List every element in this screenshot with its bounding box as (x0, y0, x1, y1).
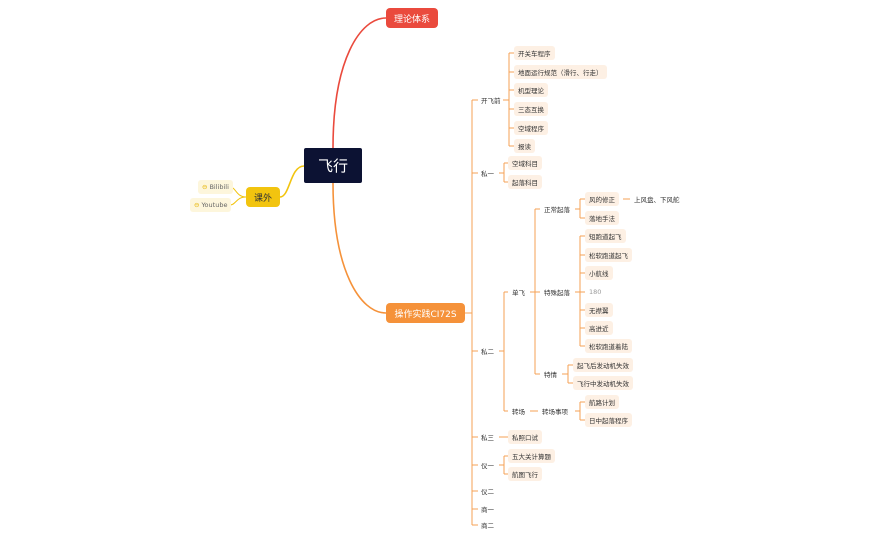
theory-branch[interactable]: 理论体系 (386, 8, 438, 28)
item-yi1[interactable]: 五大关计算题 (508, 449, 555, 463)
node-yi1[interactable]: 仪一 (481, 462, 494, 470)
node-si3[interactable]: 私三 (481, 434, 494, 442)
node-special-landing[interactable]: 特殊起落 (544, 289, 570, 297)
item-special-landing[interactable]: 松软跑道着陆 (585, 339, 632, 353)
item-before-flight[interactable]: 空域程序 (514, 121, 548, 135)
node-shang2[interactable]: 商二 (481, 522, 494, 530)
item-before-flight[interactable]: 开关车程序 (514, 46, 555, 60)
node-before-flight[interactable]: 开飞前 (481, 97, 501, 105)
item-special-landing[interactable]: 小航线 (585, 266, 613, 280)
bilibili-label: Bilibili (209, 183, 229, 191)
item-before-flight[interactable]: 地面运行规范（滑行、行走） (514, 65, 607, 79)
item-before-flight[interactable]: 报读 (514, 139, 535, 153)
node-yi2[interactable]: 仪二 (481, 488, 494, 496)
root-node[interactable]: 飞行 (304, 148, 362, 183)
bilibili-link[interactable]: ⊖ Bilibili (198, 180, 233, 194)
item-special-landing[interactable]: 松软跑道起飞 (585, 248, 632, 262)
youtube-link[interactable]: ⊖ Youtube (190, 198, 232, 212)
item-yi1[interactable]: 航图飞行 (508, 467, 542, 481)
item-special-case[interactable]: 飞行中发动机失效 (573, 376, 633, 390)
link-icon: ⊖ (194, 201, 200, 209)
extra-branch[interactable]: 课外 (246, 187, 280, 207)
item-si3[interactable]: 私照口试 (508, 430, 542, 444)
link-icon: ⊖ (202, 183, 208, 191)
node-special-cases[interactable]: 特情 (544, 371, 557, 379)
youtube-label: Youtube (201, 201, 228, 209)
node-shang1[interactable]: 商一 (481, 506, 494, 514)
node-normal-landing[interactable]: 正常起落 (544, 206, 570, 214)
item-si1[interactable]: 起落科目 (508, 175, 542, 189)
item-transfer[interactable]: 航路计划 (585, 395, 619, 409)
item-special-landing[interactable]: 无襟翼 (585, 303, 613, 317)
item-wind-correction[interactable]: 风的修正 (585, 192, 619, 206)
item-special-case[interactable]: 起飞后发动机失效 (573, 358, 633, 372)
item-special-landing[interactable]: 180 (589, 288, 602, 296)
item-transfer[interactable]: 日中起落程序 (585, 413, 632, 427)
item-special-landing[interactable]: 短跑道起飞 (585, 229, 626, 243)
node-transfer-matters[interactable]: 转场事项 (542, 408, 568, 416)
item-si1[interactable]: 空域科目 (508, 156, 542, 170)
item-before-flight[interactable]: 三态互换 (514, 102, 548, 116)
item-wind-detail[interactable]: 上风盘、下风舵 (634, 196, 680, 204)
node-si2[interactable]: 私二 (481, 348, 494, 356)
item-special-landing[interactable]: 高进近 (585, 321, 613, 335)
node-transfer[interactable]: 转场 (512, 408, 525, 416)
node-solo[interactable]: 单飞 (512, 289, 525, 297)
node-si1[interactable]: 私一 (481, 170, 494, 178)
item-landing-technique[interactable]: 落地手法 (585, 211, 619, 225)
practice-branch[interactable]: 操作实践CI72S (386, 303, 465, 323)
item-before-flight[interactable]: 机型理论 (514, 83, 548, 97)
